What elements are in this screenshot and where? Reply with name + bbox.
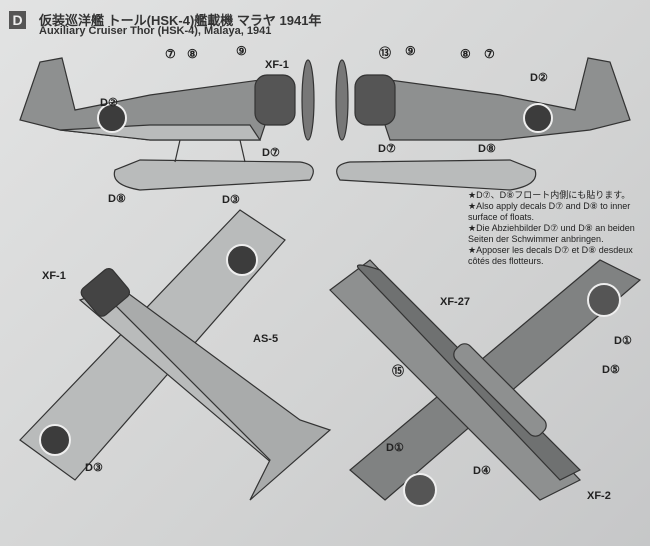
callout-9: ⑨ xyxy=(405,44,416,58)
paint-xf1: XF-1 xyxy=(42,270,66,282)
section-badge: D xyxy=(9,11,26,29)
bottom-view xyxy=(329,259,642,507)
paint-xf1: XF-1 xyxy=(265,59,289,71)
title-japanese: 仮装巡洋艦 トール(HSK-4)艦載機 マラヤ 1941年 xyxy=(39,13,322,28)
decal-d8: D⑧ xyxy=(108,193,126,205)
note-fr: ★Apposer les decals D⑦ et D⑧ desdeux côt… xyxy=(468,245,633,266)
decal-note: ★D⑦、D⑧フロート内側にも貼ります。 ★Also apply decals D… xyxy=(468,190,648,267)
callout-7: ⑦ xyxy=(484,47,495,61)
decal-d8: D⑧ xyxy=(478,143,496,155)
decal-d3: D③ xyxy=(222,194,240,206)
callout-13: ⑬ xyxy=(379,46,392,60)
decal-d1: D① xyxy=(386,442,404,454)
note-jp: ★D⑦、D⑧フロート内側にも貼ります。 xyxy=(468,190,631,200)
callout-9: ⑨ xyxy=(236,44,247,58)
paint-xf2: XF-2 xyxy=(587,490,611,502)
decal-d4: D④ xyxy=(473,465,491,477)
top-view xyxy=(19,209,332,501)
callout-8: ⑧ xyxy=(460,47,471,61)
callout-7: ⑦ xyxy=(165,47,176,61)
paint-as5: AS-5 xyxy=(253,333,279,345)
decal-d2: D② xyxy=(530,72,548,84)
decal-d3: D③ xyxy=(85,462,103,474)
right-side-view xyxy=(335,57,631,191)
note-en: ★Also apply decals D⑦ and D⑧ to inner su… xyxy=(468,201,631,222)
paint-xf27: XF-27 xyxy=(440,296,470,308)
decal-d7: D⑦ xyxy=(262,147,280,159)
callout-8: ⑧ xyxy=(187,47,198,61)
decal-d5: D⑤ xyxy=(602,364,620,376)
decal-d1: D① xyxy=(614,335,632,347)
decal-d7: D⑦ xyxy=(378,143,396,155)
decal-d2: D② xyxy=(100,97,118,109)
callout-15: ⑮ xyxy=(392,364,405,378)
note-de: ★Die Abziehbilder D⑦ und D⑧ an beiden Se… xyxy=(468,223,635,244)
title-english: Auxiliary Cruiser Thor (HSK-4), Malaya, … xyxy=(39,25,272,37)
left-side-view xyxy=(19,57,315,191)
